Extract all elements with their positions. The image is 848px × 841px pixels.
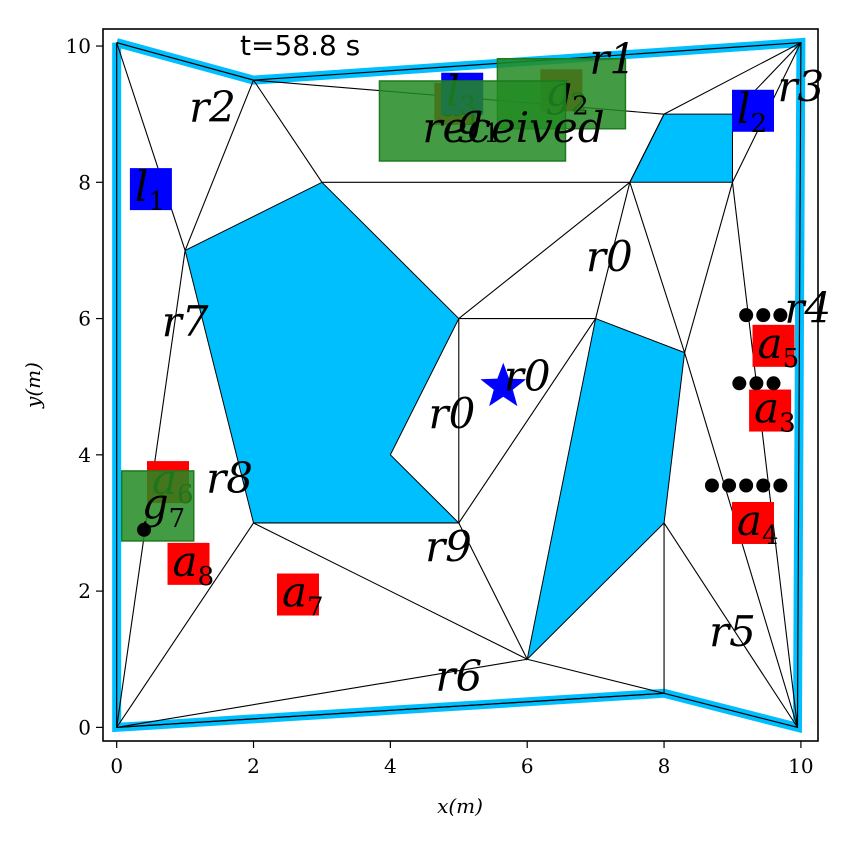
region-label-r4: r4 (784, 283, 831, 332)
triangulation-edge (458, 522, 528, 660)
region-label-r2: r2 (189, 82, 236, 131)
marker-g7: g7 (120, 470, 195, 542)
region-label-r7: r7 (162, 297, 209, 346)
marker-box-g1 (378, 80, 567, 162)
markers-layer: a1a2l3g2g1l2l1a5a3a4a6g7a8a7received (120, 57, 800, 623)
triangulation-edge (731, 182, 799, 728)
triangulation-edge (629, 113, 665, 183)
region-label-r0: r0 (586, 232, 633, 281)
marker-a8: a8 (167, 537, 215, 592)
y-tick-label: 2 (78, 579, 91, 603)
triangulation-edge (116, 658, 528, 728)
region-label-r0: r0 (504, 351, 551, 400)
marker-label-l1: l1 (135, 162, 165, 217)
obstacle-2 (526, 317, 686, 661)
x-tick-label: 2 (247, 754, 260, 778)
obstacle-3 (629, 113, 733, 183)
plot-title: t=58.8 s (240, 29, 360, 62)
triangulation-edge (527, 658, 665, 694)
triangulation-edge (629, 182, 686, 353)
triangulation-edge (684, 182, 734, 353)
y-tick-label: 10 (66, 34, 91, 58)
black-dot (766, 376, 781, 391)
obstacles-layer (184, 113, 733, 661)
marker-box-l2 (732, 89, 774, 132)
marker-box-a3 (749, 389, 792, 432)
y-tick-label: 6 (78, 307, 91, 331)
marker-a3: a3 (749, 384, 796, 439)
black-dot (739, 478, 754, 493)
marker-box-a5 (752, 324, 795, 367)
marker-label-a4: a4 (737, 496, 779, 551)
triangulation-edge (253, 522, 528, 660)
black-dot (732, 376, 747, 391)
black-dot (722, 478, 737, 493)
x-tick-label: 8 (658, 754, 671, 778)
y-tick-label: 0 (78, 715, 91, 739)
y-tick-label: 4 (78, 443, 91, 467)
y-axis-label: y(m) (21, 362, 45, 409)
marker-label-l2: l2 (737, 84, 767, 139)
triangulation-edge (184, 79, 255, 251)
triangulation-edge (663, 42, 802, 115)
marker-box-l1 (129, 168, 172, 211)
axes-frame (102, 28, 819, 742)
triangulation-edge (595, 182, 631, 319)
marker-l1: l1 (129, 162, 172, 217)
marker-box-a4 (732, 501, 774, 544)
triangulation-edge (458, 181, 631, 319)
edges-layer (116, 42, 802, 728)
region-label-r5: r5 (709, 607, 756, 656)
triangulation-edge (253, 79, 323, 183)
region-label-r6: r6 (435, 651, 482, 700)
marker-a4: a4 (732, 496, 779, 551)
region-label-r3: r3 (777, 62, 824, 111)
black-dot (739, 308, 754, 323)
region-label-r0: r0 (429, 389, 476, 438)
x-tick-label: 0 (110, 754, 123, 778)
marker-label-a3: a3 (754, 384, 796, 439)
marker-g1: g1 (378, 80, 567, 162)
triangulation-edge (116, 522, 254, 728)
triangulation-edge (458, 318, 597, 524)
black-dot (773, 308, 788, 323)
marker-label-g7: g7 (142, 479, 185, 534)
black-dot (773, 478, 788, 493)
x-axis-label: x(m) (437, 794, 483, 818)
received-annotation: received (422, 103, 604, 152)
marker-label-g1: g1 (456, 94, 499, 149)
triangulation-edge (663, 522, 798, 728)
black-dot (756, 308, 771, 323)
black-dot (756, 478, 771, 493)
x-tick-label: 10 (788, 754, 813, 778)
robot-star (480, 362, 527, 407)
marker-label-a8: a8 (173, 537, 215, 592)
marker-box-a7 (277, 573, 319, 616)
region-label-r1: r1 (589, 35, 636, 84)
x-tick-label: 4 (384, 754, 397, 778)
y-tick-label: 8 (78, 170, 91, 194)
marker-box-a8 (167, 542, 210, 585)
black-dot (749, 376, 764, 391)
region-label-r8: r8 (206, 454, 253, 503)
x-tick-label: 6 (521, 754, 534, 778)
marker-a5: a5 (752, 319, 800, 374)
triangulation-edge (116, 692, 665, 728)
black-dot (137, 522, 152, 537)
ticks-layer: 0 2 4 6 8 10 0 2 4 6 8 10 (66, 34, 814, 778)
marker-l2: l2 (732, 84, 774, 139)
marker-label-a5: a5 (758, 319, 800, 374)
region-labels-layer: r0 r0 r0 r1 r2 r3 r4 r5 r6 r7 r8 r9 (162, 35, 831, 701)
marker-label-a7: a7 (282, 568, 324, 623)
marker-a7: a7 (277, 568, 324, 623)
dots-layer (137, 308, 788, 537)
region-label-r9: r9 (425, 522, 472, 571)
black-dot (704, 478, 719, 493)
triangulation-edge (116, 42, 186, 251)
marker-box-g7 (120, 470, 195, 542)
